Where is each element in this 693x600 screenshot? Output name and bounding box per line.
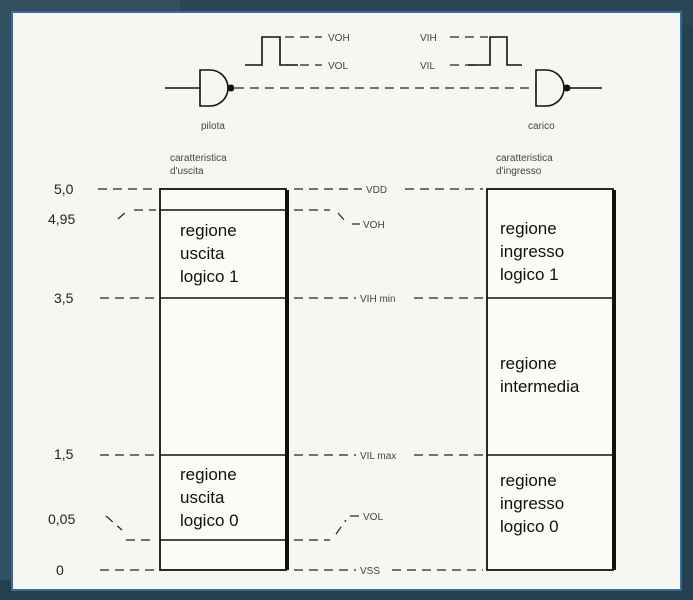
vol-center-label: VOL xyxy=(363,512,383,523)
vol-top-label: VOL xyxy=(328,61,348,72)
level-1-5v: 1,5 xyxy=(54,446,74,462)
vih-top-label: VIH xyxy=(420,33,437,44)
svg-text:logico 0: logico 0 xyxy=(500,517,559,536)
vil-max-label: VIL max xyxy=(360,451,396,462)
input-char-title-1: caratteristica xyxy=(496,153,553,164)
voh-top-label: VOH xyxy=(328,33,350,44)
svg-text:regione: regione xyxy=(180,221,237,240)
vdd-label: VDD xyxy=(366,185,387,196)
level-4-95v: 4,95 xyxy=(48,211,75,227)
load-inverter-bubble xyxy=(563,84,571,92)
svg-text:regione: regione xyxy=(180,465,237,484)
svg-text:logico 1: logico 1 xyxy=(500,265,559,284)
input-characteristic-column: regione ingresso logico 1 regione interm… xyxy=(486,188,616,571)
input-waveform: VIH VIL xyxy=(420,33,522,72)
driver-inverter-bubble xyxy=(227,84,235,92)
input-intermediate-region: regione intermedia xyxy=(500,354,580,396)
svg-text:regione: regione xyxy=(500,471,557,490)
svg-text:regione: regione xyxy=(500,354,557,373)
output-characteristic-column: regione uscita logico 1 regione uscita l… xyxy=(159,188,289,571)
input-high-region: regione ingresso logico 1 xyxy=(500,219,564,284)
svg-text:ingresso: ingresso xyxy=(500,242,564,261)
level-3-5v: 3,5 xyxy=(54,290,74,306)
svg-text:intermedia: intermedia xyxy=(500,377,580,396)
output-char-title-1: caratteristica xyxy=(170,153,227,164)
input-char-title-2: d'ingresso xyxy=(496,166,542,177)
svg-text:regione: regione xyxy=(500,219,557,238)
output-high-region: regione uscita logico 1 xyxy=(180,221,239,286)
vil-top-label: VIL xyxy=(420,61,435,72)
svg-text:uscita: uscita xyxy=(180,488,225,507)
svg-text:logico 0: logico 0 xyxy=(180,511,239,530)
svg-text:uscita: uscita xyxy=(180,244,225,263)
driver-label: pilota xyxy=(201,121,225,132)
level-0-05v: 0,05 xyxy=(48,511,75,527)
driver-gate: pilota xyxy=(165,69,535,132)
load-gate: carico xyxy=(528,69,602,132)
vss-label: VSS xyxy=(360,566,380,577)
input-low-region: regione ingresso logico 0 xyxy=(500,471,564,536)
load-label: carico xyxy=(528,121,555,132)
level-5v: 5,0 xyxy=(54,181,74,197)
output-waveform: VOH VOL xyxy=(245,33,350,72)
voh-center-label: VOH xyxy=(363,220,385,231)
svg-text:ingresso: ingresso xyxy=(500,494,564,513)
vih-min-label: VIH min xyxy=(360,294,396,305)
output-low-region: regione uscita logico 0 xyxy=(180,465,239,530)
level-0v: 0 xyxy=(56,562,64,578)
output-char-title-2: d'uscita xyxy=(170,166,204,177)
svg-text:logico 1: logico 1 xyxy=(180,267,239,286)
